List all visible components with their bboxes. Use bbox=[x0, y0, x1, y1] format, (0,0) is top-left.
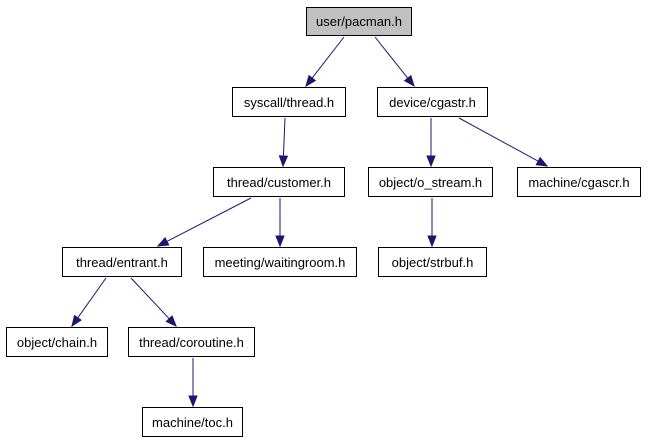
arrowhead-user-pacman-to-syscall-thread bbox=[305, 74, 317, 88]
graph-node-label: object/chain.h bbox=[16, 334, 98, 350]
graph-node-object-chain[interactable]: object/chain.h bbox=[6, 327, 108, 357]
arrowhead-syscall-thread-to-thread-customer bbox=[278, 155, 289, 168]
arrowhead-thread-customer-to-thread-entrant bbox=[156, 236, 170, 247]
graph-node-syscall-thread[interactable]: syscall/thread.h bbox=[232, 87, 346, 117]
arrowhead-device-cgastr-to-machine-cgascr bbox=[535, 156, 549, 167]
graph-node-thread-coroutine[interactable]: thread/coroutine.h bbox=[128, 327, 255, 357]
edge-thread-entrant-to-object-chain bbox=[77, 277, 107, 319]
graph-node-label: user/pacman.h bbox=[316, 14, 402, 29]
graph-node-label: thread/coroutine.h bbox=[139, 334, 244, 350]
arrowhead-object-o-stream-to-object-strbuf bbox=[427, 235, 437, 248]
edge-thread-entrant-to-thread-coroutine bbox=[130, 277, 170, 320]
arrowhead-user-pacman-to-device-cgastr bbox=[403, 74, 415, 88]
graph-node-object-strbuf[interactable]: object/strbuf.h bbox=[378, 247, 487, 277]
graph-node-label: thread/entrant.h bbox=[76, 254, 168, 270]
graph-node-label: syscall/thread.h bbox=[243, 94, 335, 110]
graph-node-label: device/cgastr.h bbox=[389, 94, 476, 110]
edge-thread-customer-to-thread-entrant bbox=[166, 197, 252, 242]
graph-node-label: machine/cgascr.h bbox=[528, 174, 630, 190]
arrowhead-thread-entrant-to-thread-coroutine bbox=[165, 315, 177, 327]
graph-node-device-cgastr[interactable]: device/cgastr.h bbox=[377, 87, 488, 117]
arrowhead-thread-entrant-to-object-chain bbox=[71, 314, 82, 328]
graph-node-label: object/strbuf.h bbox=[391, 254, 474, 270]
graph-node-object-o-stream[interactable]: object/o_stream.h bbox=[368, 167, 493, 197]
graph-node-user-pacman[interactable]: user/pacman.h bbox=[306, 7, 412, 36]
arrowhead-device-cgastr-to-object-o-stream bbox=[426, 155, 436, 168]
graph-node-meeting-waitingroom[interactable]: meeting/waitingroom.h bbox=[203, 247, 357, 277]
graph-node-label: meeting/waitingroom.h bbox=[214, 254, 346, 270]
graph-node-label: object/o_stream.h bbox=[378, 174, 483, 190]
graph-node-thread-entrant[interactable]: thread/entrant.h bbox=[62, 247, 182, 277]
edge-syscall-thread-to-thread-customer bbox=[282, 117, 286, 157]
arrowhead-thread-customer-to-meeting-waitingroom bbox=[275, 235, 285, 248]
graph-node-machine-toc[interactable]: machine/toc.h bbox=[142, 407, 243, 437]
edge-user-pacman-to-device-cgastr bbox=[374, 36, 409, 79]
graph-node-label: machine/toc.h bbox=[152, 414, 233, 430]
graph-node-thread-customer[interactable]: thread/customer.h bbox=[213, 167, 345, 197]
edge-device-cgastr-to-machine-cgascr bbox=[458, 117, 539, 162]
edge-user-pacman-to-syscall-thread bbox=[311, 36, 345, 79]
arrowhead-thread-coroutine-to-machine-toc bbox=[188, 395, 198, 408]
graph-node-label: thread/customer.h bbox=[226, 174, 332, 190]
graph-node-machine-cgascr[interactable]: machine/cgascr.h bbox=[517, 167, 641, 197]
